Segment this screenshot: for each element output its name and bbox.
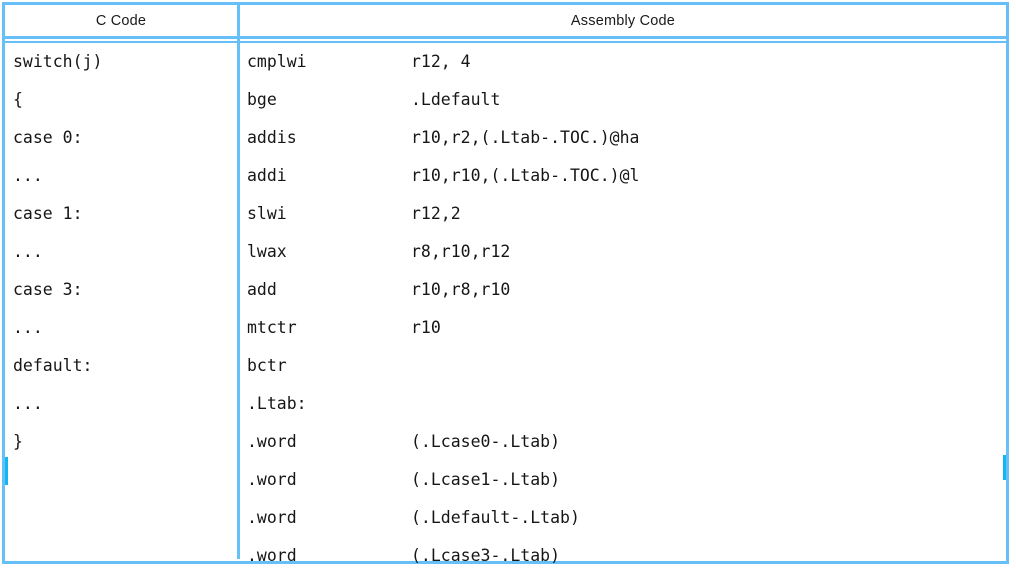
- assembly-operand: [411, 385, 1006, 423]
- table-body: switch(j) { case 0: ... case 1: ... case…: [5, 39, 1006, 565]
- c-code-line: default:: [13, 356, 93, 375]
- assembly-code-line: addis r10,r2,(.Ltab-.TOC.)@ha: [240, 119, 1006, 157]
- assembly-directive: .word: [247, 432, 297, 451]
- assembly-operand: r10,r10,(.Ltab-.TOC.)@l: [411, 166, 640, 185]
- c-code-line: }: [13, 432, 23, 451]
- assembly-directive: .word: [247, 470, 297, 489]
- assembly-code-column: cmplwi r12, 4 bge .Ldefault addis r10,r2…: [240, 39, 1006, 565]
- assembly-code-line: slwi r12,2: [240, 195, 1006, 233]
- column-header-c-code: C Code: [5, 5, 240, 36]
- assembly-operand: r8,r10,r12: [411, 242, 511, 261]
- c-code-line: case 3:: [13, 280, 83, 299]
- assembly-mnemonic: slwi: [247, 204, 287, 223]
- assembly-directive: .word: [247, 508, 297, 527]
- assembly-mnemonic: add: [247, 280, 277, 299]
- assembly-code-line: .word (.Lcase1-.Ltab): [240, 461, 1006, 499]
- assembly-code-line: .Ltab:: [240, 385, 1006, 423]
- assembly-operand: .Ldefault: [411, 90, 501, 109]
- assembly-operand: (.Lcase1-.Ltab): [411, 470, 561, 489]
- c-code-line: case 0:: [13, 128, 83, 147]
- assembly-code-line: mtctr r10: [240, 309, 1006, 347]
- assembly-code-line: lwax r8,r10,r12: [240, 233, 1006, 271]
- c-code-line: [5, 499, 237, 537]
- assembly-operand: r10,r2,(.Ltab-.TOC.)@ha: [411, 128, 640, 147]
- assembly-mnemonic: bctr: [247, 356, 287, 375]
- assembly-operand: (.Ldefault-.Ltab): [411, 508, 580, 527]
- assembly-mnemonic: cmplwi: [247, 52, 307, 71]
- assembly-code-line: bctr: [240, 347, 1006, 385]
- assembly-mnemonic: bge: [247, 90, 277, 109]
- assembly-code-line: addi r10,r10,(.Ltab-.TOC.)@l: [240, 157, 1006, 195]
- c-code-line: ...: [13, 242, 43, 261]
- assembly-operand: r12, 4: [411, 52, 471, 71]
- assembly-operand: (.Lcase0-.Ltab): [411, 432, 561, 451]
- assembly-code-line: .word (.Lcase0-.Ltab): [240, 423, 1006, 461]
- c-code-line: ...: [13, 394, 43, 413]
- assembly-label: .Ltab:: [247, 394, 307, 413]
- assembly-operand: r10,r8,r10: [411, 280, 511, 299]
- assembly-directive: .word: [247, 546, 297, 565]
- c-code-line: ...: [13, 166, 43, 185]
- header-divider-rule: [5, 41, 1006, 43]
- right-edge-position-marker: [1003, 455, 1006, 480]
- assembly-operand: r10: [411, 318, 441, 337]
- assembly-code-line: bge .Ldefault: [240, 81, 1006, 119]
- assembly-mnemonic: addis: [247, 128, 297, 147]
- assembly-code-line: cmplwi r12, 4: [240, 43, 1006, 81]
- c-code-line: ...: [13, 318, 43, 337]
- assembly-mnemonic: mtctr: [247, 318, 297, 337]
- c-code-line: [5, 461, 237, 499]
- c-code-line: {: [13, 90, 23, 109]
- assembly-operand: r12,2: [411, 204, 461, 223]
- assembly-code-line: .word (.Lcase3-.Ltab): [240, 537, 1006, 575]
- c-to-assembly-comparison-table: C Code Assembly Code switch(j) { case 0:…: [2, 2, 1009, 565]
- c-code-column: switch(j) { case 0: ... case 1: ... case…: [5, 39, 240, 559]
- table-header-row: C Code Assembly Code: [5, 5, 1006, 39]
- c-code-line: switch(j): [13, 52, 103, 71]
- assembly-operand: (.Lcase3-.Ltab): [411, 546, 561, 565]
- column-header-assembly-code: Assembly Code: [570, 12, 676, 29]
- c-code-line: case 1:: [13, 204, 83, 223]
- assembly-code-line: add r10,r8,r10: [240, 271, 1006, 309]
- assembly-operand: [411, 347, 1006, 385]
- assembly-mnemonic: addi: [247, 166, 287, 185]
- left-edge-position-marker: [5, 457, 8, 485]
- assembly-mnemonic: lwax: [247, 242, 287, 261]
- c-code-line: [5, 537, 237, 575]
- assembly-code-line: .word (.Ldefault-.Ltab): [240, 499, 1006, 537]
